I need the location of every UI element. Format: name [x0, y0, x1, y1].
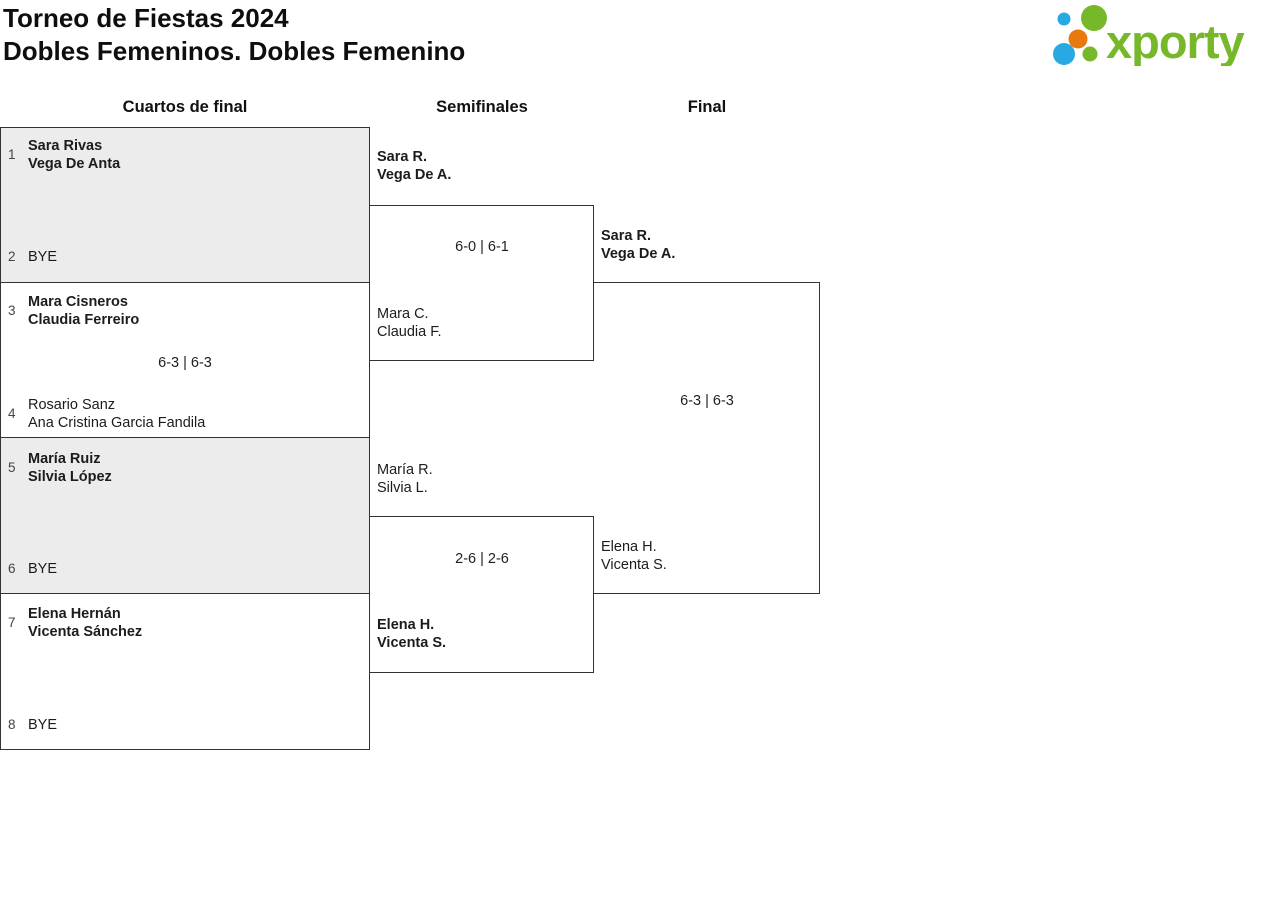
team-name: BYE	[28, 249, 58, 265]
match-box-sf1[interactable]	[369, 205, 594, 361]
match-box-qf3[interactable]	[0, 438, 370, 594]
team-entry-qf4-top[interactable]: 7 Elena Hernán Vicenta Sánchez	[7, 605, 142, 641]
team-name: Sara Rivas Vega De Anta	[28, 138, 121, 172]
team-entry-qf1-top[interactable]: 1 Sara Rivas Vega De Anta	[7, 137, 120, 173]
team-entry-sf1-bottom[interactable]: Mara C. Claudia F.	[377, 306, 442, 340]
seed-number: 5	[8, 460, 16, 475]
match-box-qf2[interactable]	[0, 283, 370, 438]
team-entry-sf2-top[interactable]: María R. Silvia L.	[377, 462, 433, 496]
match-score-final: 6-3 | 6-3	[680, 393, 734, 409]
round-header-quarterfinals: Cuartos de final	[122, 98, 248, 116]
match-box-qf4[interactable]	[0, 594, 370, 750]
team-entry-sf2-bottom[interactable]: Elena H. Vicenta S.	[377, 617, 447, 651]
seed-number: 3	[8, 303, 16, 318]
seed-number: 1	[8, 147, 16, 162]
team-entry-qf4-bottom[interactable]: 8 BYE	[7, 716, 57, 734]
match-score-sf1: 6-0 | 6-1	[455, 239, 509, 255]
logo-dot-orange	[1068, 29, 1088, 49]
seed-number: 4	[8, 406, 16, 421]
team-name: BYE	[28, 561, 58, 577]
team-entry-qf2-top[interactable]: 3 Mara Cisneros Claudia Ferreiro	[7, 293, 139, 329]
round-header-semifinals: Semifinales	[436, 98, 528, 116]
match-score-sf2: 2-6 | 2-6	[455, 551, 509, 567]
team-entry-qf3-top[interactable]: 5 María Ruiz Silvia López	[7, 450, 112, 486]
seed-number: 7	[8, 615, 16, 630]
match-score-qf2: 6-3 | 6-3	[158, 355, 212, 371]
team-entry-final-bottom[interactable]: Elena H. Vicenta S.	[601, 539, 667, 573]
team-name: Rosario Sanz Ana Cristina Garcia Fandila	[28, 397, 206, 431]
team-entry-final-top[interactable]: Sara R. Vega De A.	[601, 228, 676, 262]
match-box-final[interactable]	[593, 282, 820, 594]
team-name: Mara Cisneros Claudia Ferreiro	[28, 294, 140, 328]
team-entry-sf1-top[interactable]: Sara R. Vega De A.	[377, 149, 452, 183]
tournament-title: Torneo de Fiestas 2024	[3, 3, 289, 33]
team-entry-qf2-bottom[interactable]: 4 Rosario Sanz Ana Cristina Garcia Fandi…	[7, 396, 205, 432]
team-name: María Ruiz Silvia López	[28, 451, 112, 485]
team-name: Elena Hernán Vicenta Sánchez	[28, 606, 143, 640]
category-subtitle: Dobles Femeninos. Dobles Femenino	[3, 36, 466, 66]
team-name: BYE	[28, 717, 58, 733]
logo-dot-green-small	[1082, 46, 1098, 62]
logo-dot-blue-small	[1057, 12, 1071, 26]
team-entry-qf3-bottom[interactable]: 6 BYE	[7, 560, 57, 578]
match-box-qf1[interactable]	[0, 127, 370, 283]
logo-dot-blue-large	[1053, 43, 1075, 65]
round-header-final: Final	[687, 98, 727, 116]
tournament-header: Torneo de Fiestas 2024 Dobles Femeninos.…	[3, 2, 465, 68]
xporty-logo[interactable]: xporty	[1046, 2, 1278, 66]
seed-number: 2	[8, 249, 16, 264]
logo-dot-green-large	[1081, 5, 1107, 31]
logo-text: xporty	[1106, 15, 1245, 66]
team-entry-qf1-bottom[interactable]: 2 BYE	[7, 248, 57, 266]
seed-number: 6	[8, 561, 16, 576]
seed-number: 8	[8, 717, 16, 732]
match-box-sf2[interactable]	[369, 516, 594, 673]
